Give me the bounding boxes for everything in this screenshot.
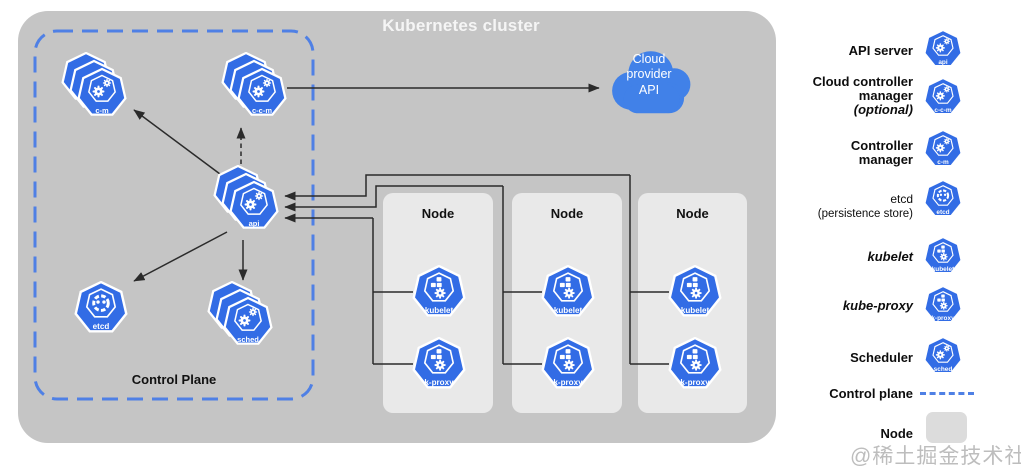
cloud-controller-manager-component: c-c-m — [221, 52, 287, 116]
legend-label-controller-manager: Controller manager — [850, 138, 913, 167]
legend-label-control-plane: Control plane — [829, 386, 913, 401]
etcd-icon: etcd — [924, 180, 962, 216]
cloud-shape — [612, 51, 691, 114]
watermark: @稀土掘金技术社区 — [850, 445, 1021, 468]
scheduler-icon: sched — [924, 337, 962, 373]
legend-label-cloud-controller-manager: Cloud controller manager (optional) — [812, 74, 913, 117]
cloud-controller-manager-icon: c-c-m — [924, 78, 962, 114]
kube-proxy-component-node1: k-proxy — [412, 337, 466, 389]
svg-text:api: api — [938, 59, 948, 66]
api-server-icon: api — [924, 30, 962, 66]
svg-text:kubelet: kubelet — [932, 266, 955, 273]
component-badge: sched — [237, 335, 259, 344]
node-label: Node — [421, 206, 455, 221]
kubelet-component-node3: kubelet — [668, 265, 722, 317]
component-badge: kubelet — [681, 306, 710, 315]
control-plane-dashed-swatch — [920, 392, 974, 395]
component-badge: c-m — [95, 106, 109, 115]
cluster-title: Kubernetes cluster — [382, 16, 540, 35]
legend-label-etcd: etcd (persistence store) — [817, 192, 913, 220]
kube-proxy-component-node3: k-proxy — [668, 337, 722, 389]
kube-proxy-component-node2: k-proxy — [541, 337, 595, 389]
kubelet-component-node2: kubelet — [541, 265, 595, 317]
legend-label-scheduler: Scheduler — [850, 350, 913, 365]
node-label: Node — [676, 206, 709, 221]
component-badge: k-proxy — [553, 378, 583, 387]
cloud-provider-api-label: Cloud provider API — [626, 52, 672, 97]
component-badge: c-c-m — [252, 106, 272, 115]
etcd-component: etcd — [74, 281, 128, 333]
component-badge: kubelet — [425, 306, 454, 315]
kube-proxy-icon: k-proxy — [924, 286, 962, 322]
component-badge: api — [249, 219, 260, 228]
node-label: Node — [550, 206, 584, 221]
svg-text:c-m: c-m — [937, 159, 949, 166]
svg-text:k-proxy: k-proxy — [931, 315, 955, 322]
control-plane-label: Control Plane — [131, 372, 217, 387]
api-server-component: api — [213, 165, 279, 229]
component-badge: k-proxy — [680, 378, 710, 387]
legend-label-node: Node — [880, 426, 914, 441]
svg-text:etcd: etcd — [936, 209, 949, 216]
kubelet-component-node1: kubelet — [412, 265, 466, 317]
legend-label-api-server: API server — [848, 43, 913, 58]
svg-text:sched: sched — [934, 366, 953, 373]
component-badge: etcd — [93, 322, 110, 331]
scheduler-component: sched — [207, 281, 273, 345]
controller-manager-component: c-m — [61, 52, 127, 116]
svg-text:c-c-m: c-c-m — [934, 107, 951, 114]
component-badge: kubelet — [554, 306, 583, 315]
legend-label-kubelet: kubelet — [867, 249, 913, 264]
legend-label-kube-proxy: kube-proxy — [842, 298, 913, 313]
node-swatch — [926, 412, 967, 443]
component-badge: k-proxy — [424, 378, 454, 387]
kubelet-icon: kubelet — [924, 237, 962, 273]
controller-manager-icon: c-m — [924, 130, 962, 166]
